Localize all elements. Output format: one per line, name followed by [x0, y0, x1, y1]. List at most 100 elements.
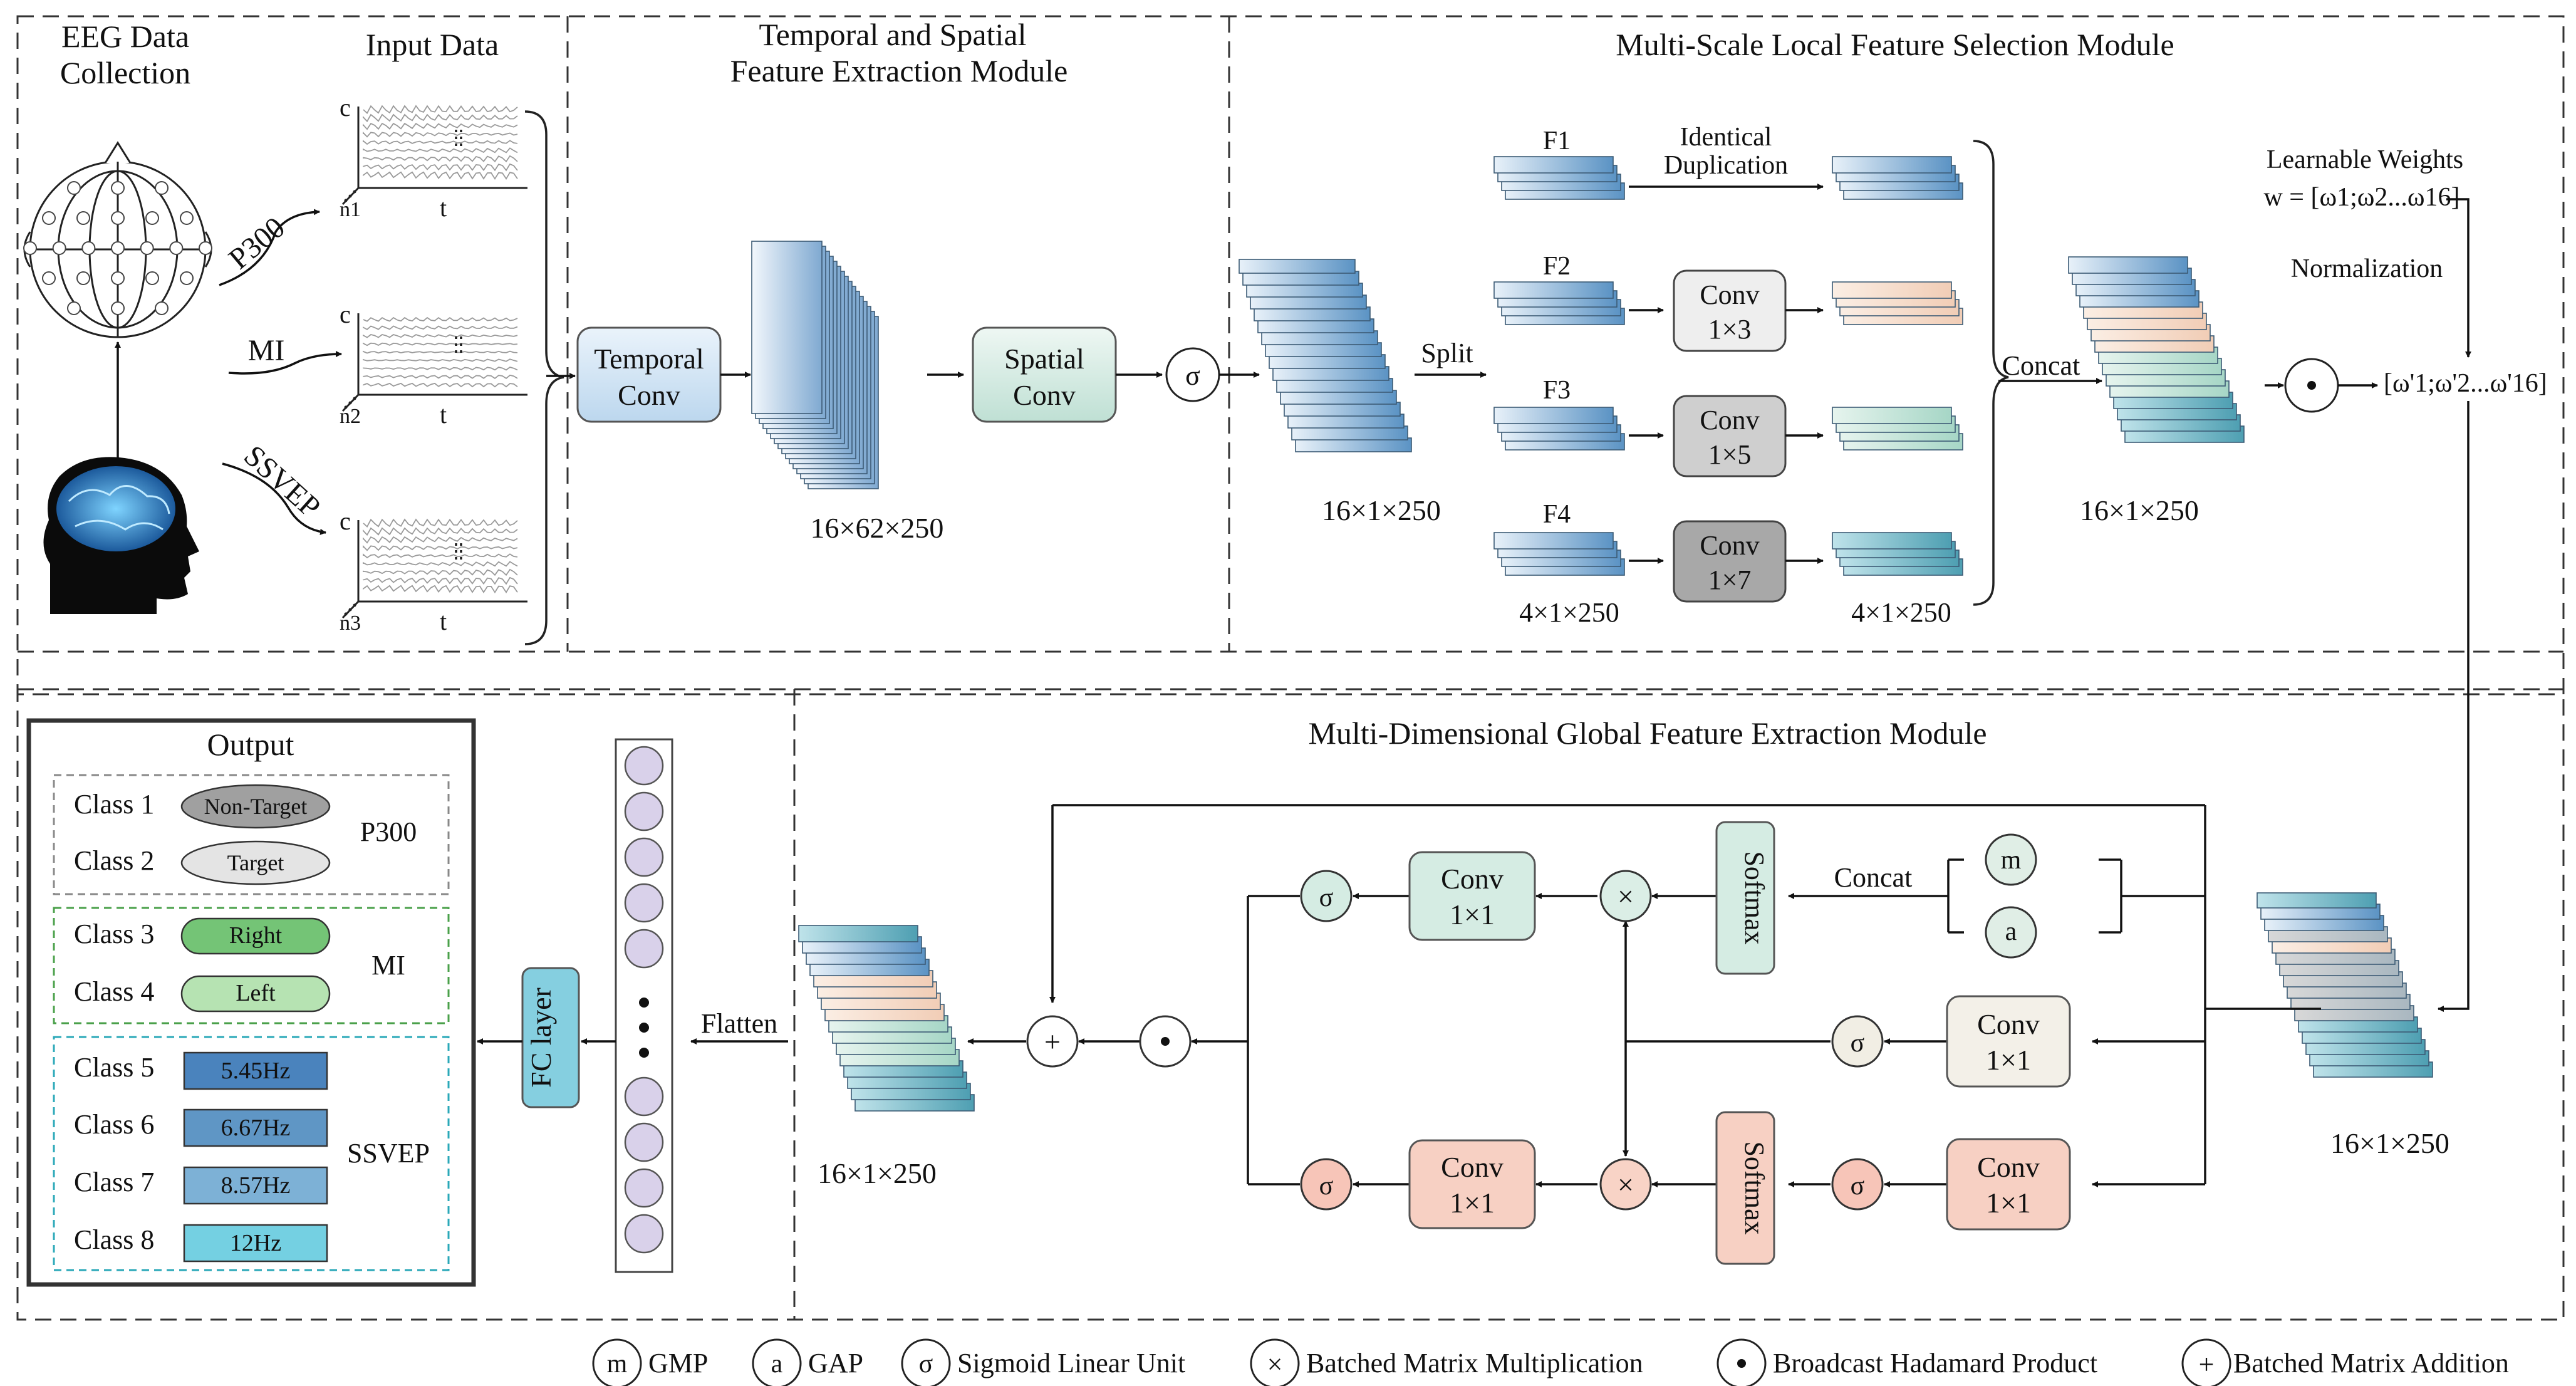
input-data-title: Input Data — [366, 27, 499, 62]
tensor-label-b: 16×1×250 — [2080, 494, 2199, 526]
global-connections — [967, 804, 2321, 1187]
feature-map-layer — [751, 241, 823, 414]
class-7-label: Class 7 — [74, 1167, 154, 1197]
ellipsis-dot — [639, 1023, 649, 1033]
class-1-value: Non-Target — [204, 794, 308, 819]
svg-text:⋮: ⋮ — [451, 333, 471, 355]
feature-map-layer — [1493, 407, 1614, 424]
softmax-top: Softmax — [1715, 821, 1775, 975]
sigmoid-node-middle: σ — [1831, 1015, 1884, 1068]
class-2-value: Target — [227, 850, 284, 875]
axis-n: n3 — [340, 612, 361, 635]
softmax-bottom: Softmax — [1715, 1111, 1775, 1265]
hadamard-node-2 — [1139, 1015, 1192, 1068]
feature-map-layer — [798, 925, 918, 942]
svg-text:+: + — [2199, 1349, 2215, 1380]
input-brace — [524, 110, 564, 645]
branch-f1: F1 — [1543, 127, 1571, 155]
paradigm-ssvep: SSVEP — [237, 439, 327, 524]
svg-text:Batched Matrix Addition: Batched Matrix Addition — [2233, 1348, 2509, 1378]
electrode — [145, 271, 159, 285]
axis-c: c — [340, 93, 351, 122]
svg-text:1×3: 1×3 — [1708, 314, 1752, 345]
conv1x1-bottom-left: Conv 1×1 — [1408, 1139, 1536, 1229]
feature-stack-16x1x250-d — [798, 925, 975, 1112]
neuron — [624, 1168, 664, 1208]
electrode — [111, 241, 125, 255]
neuron — [624, 883, 664, 923]
feature-map-layer — [1832, 156, 1952, 174]
electrode — [155, 181, 169, 195]
svg-text:m: m — [2001, 846, 2022, 875]
axis-c: c — [340, 507, 351, 535]
output-panel: Output Class 1 Non-Target Class 2 Target… — [26, 718, 476, 1287]
hadamard-node-1-dot — [2307, 381, 2316, 390]
svg-text:a: a — [771, 1350, 783, 1378]
electrode — [111, 301, 125, 315]
feature-stack-16x62x250 — [751, 241, 879, 489]
branch-f2: F2 — [1543, 252, 1571, 281]
svg-text:×: × — [1267, 1349, 1283, 1380]
matmul-node-top: × — [1599, 870, 1652, 922]
normalization-label: Normalization — [2291, 254, 2443, 283]
svg-text:Softmax: Softmax — [1739, 1141, 1770, 1234]
sigmoid-node-bottom-right: σ — [1831, 1158, 1884, 1211]
conv1x1-middle: Conv 1×1 — [1946, 995, 2071, 1088]
svg-text:Broadcast Hadamard Product: Broadcast Hadamard Product — [1773, 1348, 2097, 1378]
conv1x1-top: Conv 1×1 — [1408, 851, 1536, 941]
feature-map-layer — [1832, 407, 1952, 424]
legend-matmul: ×Batched Matrix Multiplication — [1250, 1338, 1643, 1386]
legend-hadamard: Broadcast Hadamard Product — [1716, 1338, 2097, 1386]
learnable-weights-formula: w = [ω1;ω2...ω16] — [2263, 183, 2459, 212]
neuron — [624, 837, 664, 877]
svg-text:⋮: ⋮ — [451, 126, 471, 148]
electrode — [169, 241, 184, 255]
matmul-node-bottom: × — [1599, 1158, 1652, 1211]
legend-addition: + Batched Matrix Addition — [2181, 1338, 2509, 1386]
feature-map-layer — [2068, 256, 2188, 274]
concat-brace — [1973, 140, 2009, 606]
sigmoid-node-bottom-left: σ — [1300, 1158, 1353, 1211]
multiscale-title: Multi-Scale Local Feature Selection Modu… — [1616, 27, 2174, 62]
svg-text:σ: σ — [1851, 1029, 1865, 1058]
svg-text:σ: σ — [1319, 1172, 1334, 1201]
feature-map-layer — [1239, 259, 1356, 274]
svg-text:FC layer: FC layer — [525, 987, 557, 1088]
temporal-conv-label-2: Conv — [618, 379, 680, 411]
conv1x1-bottom-right: Conv 1×1 — [1946, 1138, 2071, 1231]
legend-gap: a GAP — [752, 1338, 863, 1386]
eeg-collection-title-2: Collection — [60, 55, 190, 90]
class-8-label: Class 8 — [74, 1224, 154, 1255]
ellipsis-dot — [639, 998, 649, 1008]
svg-text:1×1: 1×1 — [1986, 1187, 2031, 1219]
learnable-weights-title: Learnable Weights — [2267, 145, 2463, 174]
svg-text:Conv: Conv — [1700, 405, 1759, 435]
ellipsis-dot — [639, 1048, 649, 1058]
branch-stacks — [1493, 156, 1963, 576]
electrode — [180, 271, 194, 285]
class-3-label: Class 3 — [74, 919, 154, 949]
global-title: Multi-Dimensional Global Feature Extract… — [1308, 716, 1987, 751]
feature-map-layer — [1493, 281, 1614, 299]
svg-text:m: m — [607, 1350, 628, 1378]
group-ssvep: SSVEP — [347, 1138, 430, 1169]
svg-text:GAP: GAP — [808, 1348, 863, 1378]
spatial-conv-label-2: Conv — [1013, 379, 1076, 411]
tensor-label-a: 16×1×250 — [1322, 494, 1441, 526]
svg-text:1×1: 1×1 — [1450, 1187, 1495, 1219]
class-1-label: Class 1 — [74, 789, 154, 820]
paradigm-arrows — [219, 209, 342, 535]
conv-1x7-block: Conv 1×7 — [1629, 520, 1824, 603]
paradigm-mi: MI — [248, 334, 285, 367]
feature-map-layer — [1832, 532, 1952, 550]
neuron — [624, 1214, 664, 1254]
svg-text:Softmax: Softmax — [1739, 851, 1770, 944]
arrow-weights-norm — [2446, 198, 2471, 358]
class-4-value: Left — [236, 980, 276, 1006]
